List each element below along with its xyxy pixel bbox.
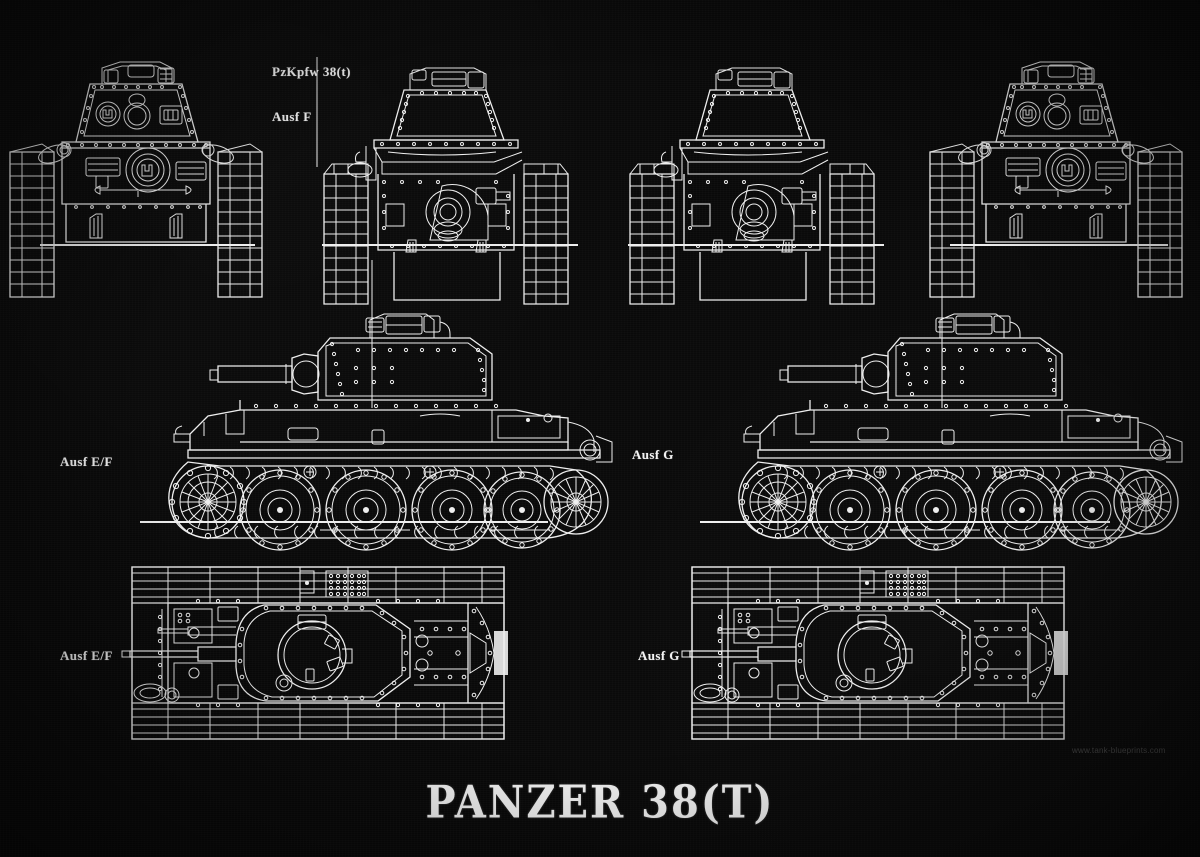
label-variant-ausf-f: Ausf F (272, 109, 312, 124)
label-variant-plan-left: Ausf E/F (60, 648, 113, 663)
view-side-left (168, 259, 613, 551)
label-variant-side-right: Ausf G (632, 447, 674, 462)
watermark: www.tank-blueprints.com (1072, 746, 1166, 755)
view-rear-right (629, 67, 875, 305)
view-rear-left (323, 67, 569, 305)
label-designation: PzKpfw 38(t) (272, 64, 351, 79)
view-front-left (9, 56, 318, 298)
label-variant-plan-right: Ausf G (638, 648, 680, 663)
view-front-right (929, 56, 1200, 298)
view-plan-right (681, 566, 1069, 740)
view-plan-left (121, 566, 509, 740)
label-variant-side-left: Ausf E/F (60, 454, 113, 469)
poster-title: PANZER 38(T) (425, 776, 775, 829)
view-side-right (738, 259, 1183, 551)
